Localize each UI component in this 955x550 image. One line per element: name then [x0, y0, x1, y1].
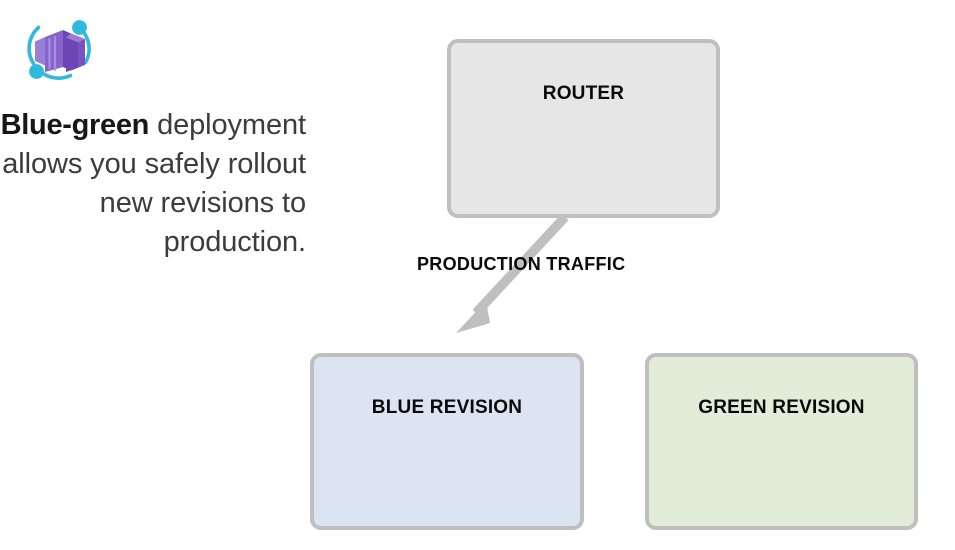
blue-revision-node-label: BLUE REVISION [371, 397, 523, 418]
blue-revision-node[interactable]: BLUE REVISION [310, 353, 584, 530]
azure-container-apps-logo [18, 15, 98, 91]
router-node[interactable]: ROUTER [447, 39, 720, 218]
description-text: Blue-green deployment allows you safely … [0, 106, 306, 262]
description-lead: Blue-green [0, 109, 150, 141]
production-traffic-arrow [430, 205, 605, 350]
router-node-label: ROUTER [542, 83, 625, 104]
production-traffic-label: PRODUCTION TRAFFIC [417, 254, 626, 274]
description-body: deployment allows you safely rollout new… [2, 109, 306, 258]
green-revision-node-label: GREEN REVISION [698, 397, 865, 418]
green-revision-node[interactable]: GREEN REVISION [645, 353, 918, 530]
